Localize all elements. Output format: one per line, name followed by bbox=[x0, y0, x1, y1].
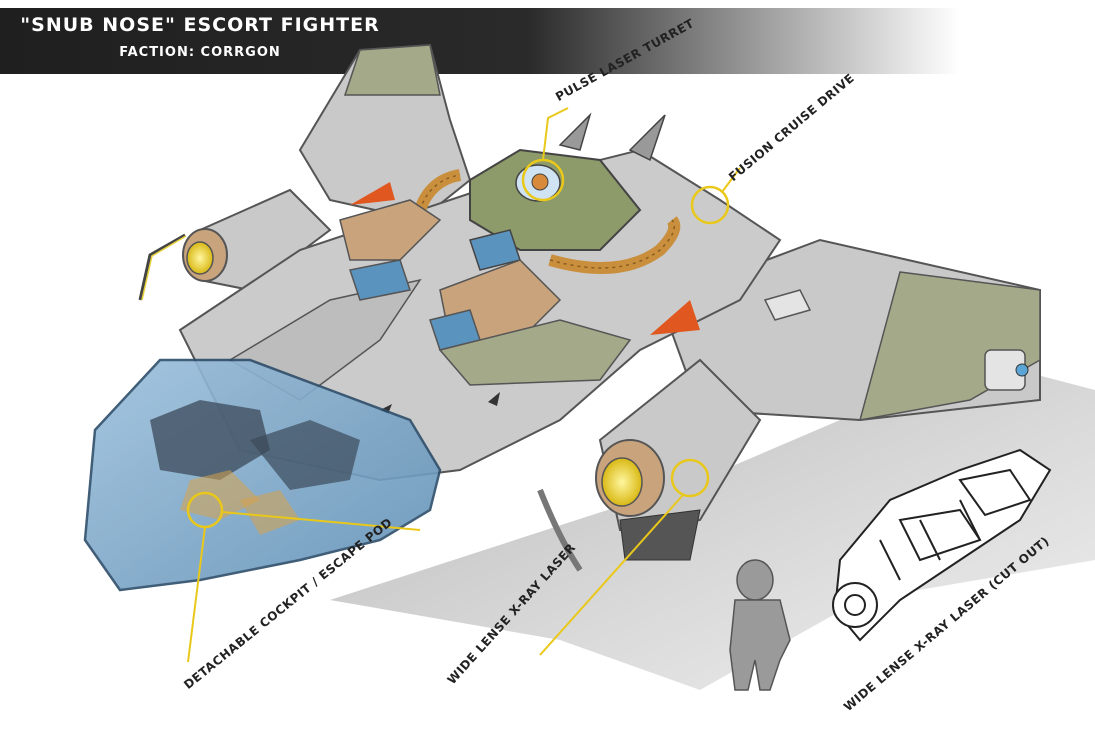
turret-housing bbox=[469, 148, 642, 251]
ground-shadow bbox=[330, 360, 1095, 690]
laser-cutout-drawing bbox=[832, 448, 1052, 642]
faction-emblem-left bbox=[350, 182, 395, 205]
page-title: "SNUB NOSE" ESCORT FIGHTER bbox=[20, 14, 380, 36]
faction-emblem-right bbox=[650, 300, 700, 335]
scale-figure bbox=[729, 559, 791, 691]
title-banner-bg bbox=[0, 8, 960, 74]
callout-circle-drive bbox=[690, 185, 730, 225]
faction-subtitle: FACTION: CORRGON bbox=[119, 45, 281, 60]
callout-circle-laser bbox=[670, 458, 710, 498]
